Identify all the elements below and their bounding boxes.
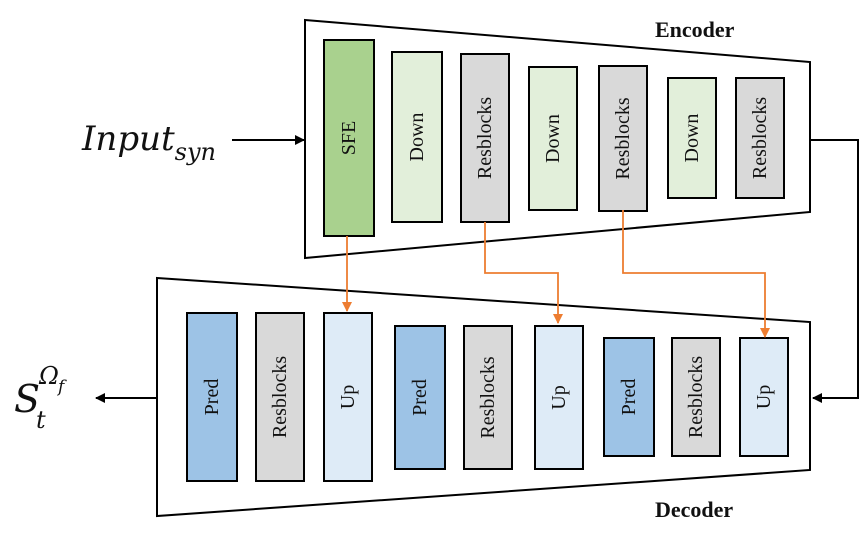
decoder-block-rect — [603, 337, 655, 457]
decoder-block-label: Up — [548, 385, 570, 409]
decoder-block-label: Pred — [618, 379, 640, 416]
decoder-block-pred-7: Pred — [603, 337, 655, 457]
encoder-block-rect — [667, 77, 717, 199]
decoder-block-label: Resblocks — [269, 356, 291, 438]
decoder-block-rect — [323, 312, 373, 482]
decoder-block-label: Resblocks — [685, 356, 707, 438]
encoder-to-decoder-connector — [810, 139, 859, 403]
encoder-block-down-6: Down — [667, 77, 717, 199]
decoder-block-rect — [394, 325, 446, 470]
output-label-base: S — [14, 377, 40, 421]
decoder-blocks: Pred Resblocks Up Pred Resblocks Up Pred Resblo… — [186, 312, 789, 482]
encoder-block-label: SFE — [338, 121, 360, 155]
decoder-block-label: Pred — [409, 379, 431, 416]
decoder-block-rect — [186, 312, 238, 482]
decoder-block-resblocks-5: Resblocks — [463, 325, 513, 470]
encoder-block-label: Resblocks — [612, 97, 634, 179]
decoder-block-resblocks-8: Resblocks — [671, 337, 721, 457]
decoder-block-rect — [534, 325, 584, 470]
decoder-block-rect — [255, 312, 305, 482]
decoder-block-pred-1: Pred — [186, 312, 238, 482]
encoder-block-down-4: Down — [528, 66, 578, 211]
encoder-block-sfe-1: SFE — [323, 39, 375, 237]
decoder-block-rect — [739, 337, 789, 457]
decoder-block-label: Pred — [201, 379, 223, 416]
encoder-block-label: Down — [542, 114, 564, 163]
decoder-block-label: Up — [753, 385, 775, 409]
encoder-block-resblocks-5: Resblocks — [598, 65, 648, 212]
output-label-sup-subscript: f — [56, 377, 67, 397]
input-label: Inputsyn — [81, 119, 216, 166]
decoder-block-pred-4: Pred — [394, 325, 446, 470]
skip-connection-res1-to-up2 — [484, 222, 563, 324]
decoder-block-resblocks-2: Resblocks — [255, 312, 305, 482]
decoder-block-up-9: Up — [739, 337, 789, 457]
encoder-title: Encoder — [655, 17, 735, 42]
encoder-block-resblocks-3: Resblocks — [460, 53, 510, 223]
decoder-block-rect — [463, 325, 513, 470]
encoder-block-label: Down — [681, 114, 703, 163]
encoder-block-label: Down — [406, 113, 428, 162]
decoder-block-up-6: Up — [534, 325, 584, 470]
encoder-block-rect — [735, 77, 785, 199]
decoder-block-label: Up — [337, 385, 359, 409]
decoder-block-rect — [671, 337, 721, 457]
encoder-block-label: Resblocks — [474, 97, 496, 179]
encoder-block-down-2: Down — [391, 51, 443, 223]
skip-connection-res2-to-up3 — [622, 210, 770, 338]
encoder-block-rect — [391, 51, 443, 223]
output-label-subscript: t — [36, 406, 46, 434]
encoder-blocks: SFE Down Resblocks Down Resblocks Down Resbloc… — [323, 39, 785, 237]
decoder-block-up-3: Up — [323, 312, 373, 482]
decoder-title: Decoder — [655, 497, 733, 522]
encoder-block-rect — [323, 39, 375, 237]
encoder-block-resblocks-7: Resblocks — [735, 77, 785, 199]
decoder-block-label: Resblocks — [477, 356, 499, 438]
output-label-superscript: Ω — [38, 362, 59, 390]
encoder-block-label: Resblocks — [749, 97, 771, 179]
encoder-block-rect — [528, 66, 578, 211]
